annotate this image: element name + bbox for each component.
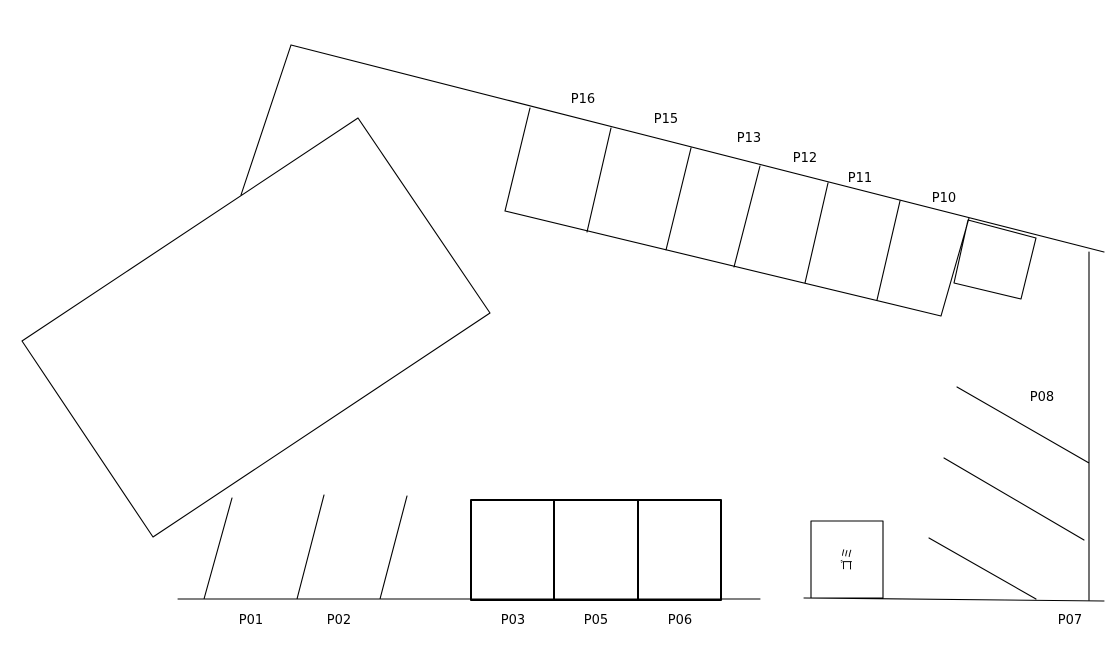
label-p15: P15 xyxy=(654,112,678,127)
bottom-boxed-stalls xyxy=(470,499,722,601)
stall-line-p07 xyxy=(928,537,1037,600)
label-p05: P05 xyxy=(584,613,608,628)
label-p06: P06 xyxy=(668,613,692,628)
stall-divider-16-15 xyxy=(586,127,612,233)
label-p10: P10 xyxy=(932,191,956,206)
garbage-box xyxy=(810,520,884,599)
stall-divider-16-left xyxy=(504,107,531,212)
label-p01: P01 xyxy=(239,613,263,628)
label-p08: P08 xyxy=(1030,390,1054,405)
stall-line-p01-left xyxy=(203,497,233,600)
lot-boundary xyxy=(177,44,1105,602)
stall-line-p01-p02 xyxy=(296,494,325,600)
garbage-area: ゴミ xyxy=(810,520,884,599)
stall-line-p02-right xyxy=(379,495,408,600)
top-row-back-line xyxy=(504,210,942,317)
label-p13: P13 xyxy=(737,131,761,146)
stall-box-p03 xyxy=(470,499,555,601)
stall-divider-15-13 xyxy=(665,147,692,251)
boundary-top-edge xyxy=(290,44,1105,253)
label-p07: P07 xyxy=(1058,613,1082,628)
stall-line-p08-bottom xyxy=(943,457,1085,541)
right-stalls xyxy=(928,386,1090,600)
garbage-label: ゴミ xyxy=(839,547,854,571)
label-p12: P12 xyxy=(793,151,817,166)
label-p16: P16 xyxy=(571,92,595,107)
utility-box xyxy=(953,219,1037,300)
label-p03: P03 xyxy=(501,613,525,628)
stall-box-p05 xyxy=(553,499,639,601)
stall-divider-13-12 xyxy=(733,165,761,268)
label-p11: P11 xyxy=(848,171,872,186)
label-p02: P02 xyxy=(327,613,351,628)
bottom-angled-stalls xyxy=(203,494,408,600)
stall-line-p08-top xyxy=(956,386,1090,464)
stall-box-p06 xyxy=(637,499,722,601)
stall-divider-12-11 xyxy=(804,182,829,284)
stall-divider-11-10 xyxy=(876,200,901,301)
stall-labels: P16 P15 P13 P12 P11 P10 P08 P07 P01 P02 … xyxy=(239,92,1082,628)
boundary-left-edge xyxy=(240,44,292,196)
building xyxy=(21,117,491,538)
